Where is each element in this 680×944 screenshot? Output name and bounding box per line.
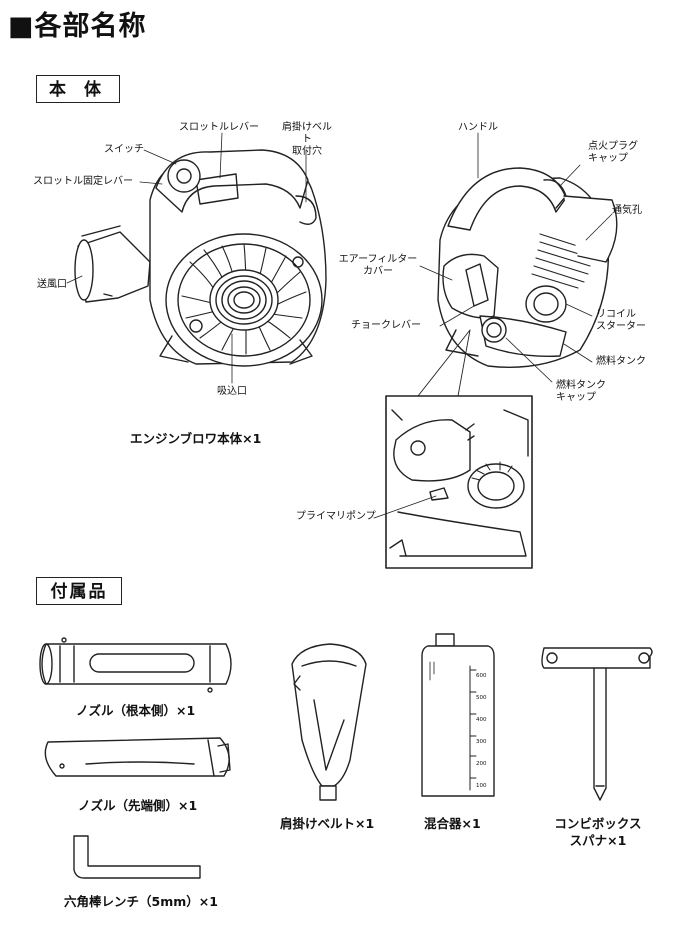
section-header-main-body: 本 体 bbox=[36, 75, 120, 103]
label-throttle-lock-lever: スロットル固定レバー bbox=[33, 176, 133, 187]
mixer-scale-mark: 100 bbox=[476, 783, 487, 789]
label-spark-plug-cap: 点火プラグ キャップ bbox=[588, 141, 638, 164]
label-intake: 吸込口 bbox=[217, 386, 247, 397]
caption-hex-wrench: 六角棒レンチ（5mm）×1 bbox=[64, 894, 218, 909]
label-fuel-tank-cap: 燃料タンク キャップ bbox=[556, 380, 606, 403]
caption-shoulder-belt: 肩掛けベルト×1 bbox=[280, 816, 375, 831]
blower-left-view bbox=[66, 132, 327, 384]
label-blower-outlet: 送風口 bbox=[37, 279, 67, 290]
caption-nozzle-base: ノズル（根本側）×1 bbox=[76, 703, 196, 718]
shoulder-belt-illustration bbox=[291, 643, 367, 801]
mixer-scale-mark: 600 bbox=[476, 673, 487, 679]
label-switch: スイッチ bbox=[104, 144, 144, 155]
label-choke-lever: チョークレバー bbox=[351, 320, 421, 331]
primer-pump-inset bbox=[373, 395, 533, 569]
label-shoulder-belt-mount: 肩掛けベルト 取付穴 bbox=[282, 122, 332, 157]
label-primer-pump: プライマリポンプ bbox=[296, 511, 376, 522]
caption-engine-blower: エンジンブロワ本体×1 bbox=[130, 431, 262, 446]
page-title: ■各部名称 bbox=[8, 11, 147, 42]
mixer-scale-mark: 500 bbox=[476, 695, 487, 701]
section-header-accessories: 付属品 bbox=[36, 577, 122, 605]
label-air-filter-cover: エアーフィルター カバー bbox=[338, 254, 418, 277]
caption-mixer: 混合器×1 bbox=[424, 816, 481, 831]
label-fuel-tank: 燃料タンク bbox=[596, 356, 646, 367]
mixing-container-illustration bbox=[421, 633, 495, 797]
nozzle-base-illustration bbox=[39, 637, 232, 693]
label-vent: 通気孔 bbox=[612, 205, 642, 216]
mixer-scale: 600 500 400 300 200 100 bbox=[476, 665, 490, 797]
hex-wrench-illustration bbox=[73, 835, 201, 879]
mixer-scale-mark: 200 bbox=[476, 761, 487, 767]
nozzle-tip-illustration bbox=[44, 737, 231, 777]
label-throttle-lever: スロットルレバー bbox=[179, 122, 259, 133]
caption-combo-box-wrench: コンビボックス スパナ×1 bbox=[554, 816, 642, 848]
combo-wrench-illustration bbox=[541, 647, 653, 801]
caption-nozzle-tip: ノズル（先端側）×1 bbox=[78, 798, 198, 813]
label-recoil-starter: リコイル スターター bbox=[596, 309, 646, 332]
mixer-scale-mark: 400 bbox=[476, 717, 487, 723]
label-handle: ハンドル bbox=[458, 122, 498, 133]
mixer-scale-mark: 300 bbox=[476, 739, 487, 745]
blower-right-view bbox=[417, 132, 618, 397]
